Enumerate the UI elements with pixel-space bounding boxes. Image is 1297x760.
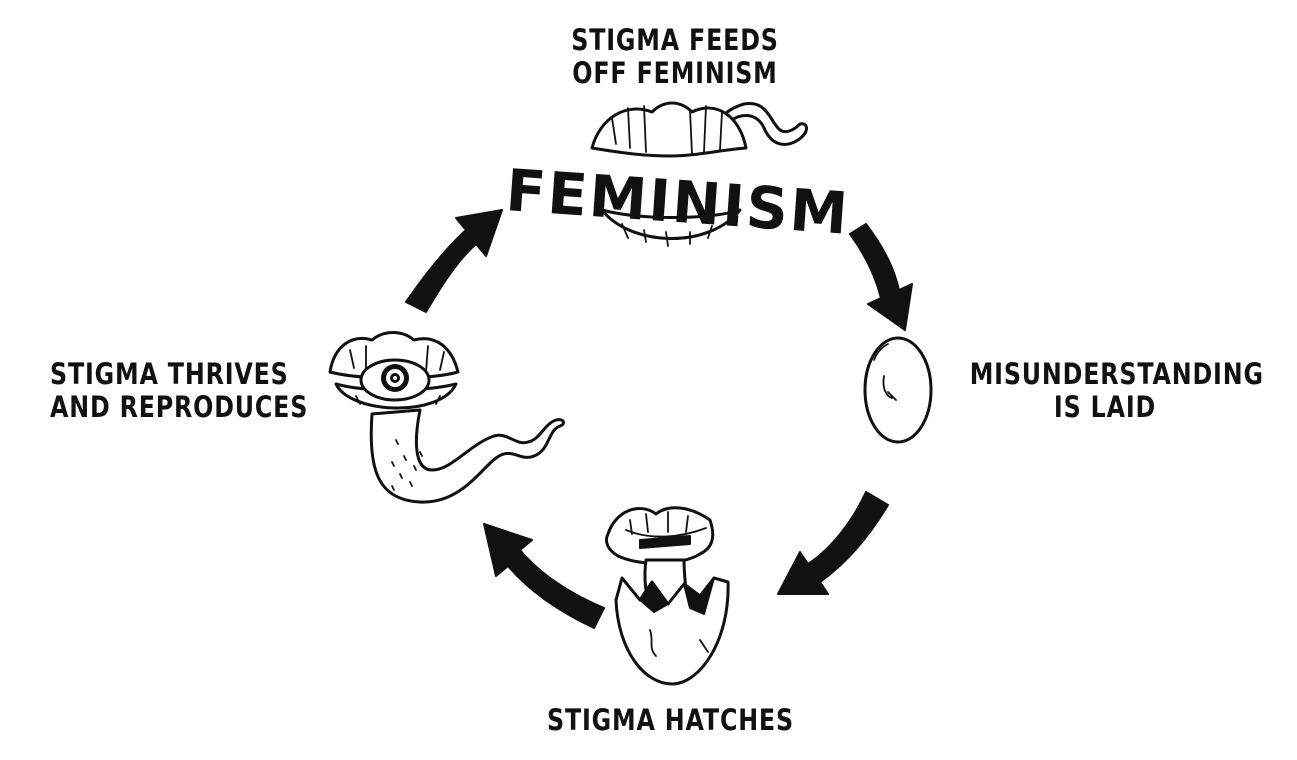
stage-label-hatches-line1: STIGMA HATCHES <box>547 703 794 737</box>
stage-label-feeds: STIGMA FEEDS OFF FEMINISM <box>568 24 781 90</box>
worm-lips-eye-illustration <box>328 331 565 504</box>
egg-illustration <box>863 336 933 444</box>
stage-label-laid-line1: MISUNDERSTANDING <box>969 357 1264 391</box>
stage-label-thrives-line2: AND REPRODUCES <box>50 390 309 424</box>
arrow-bottom-right <box>777 491 889 595</box>
stage-label-laid: MISUNDERSTANDING IS LAID <box>969 357 1264 424</box>
feminism-art-word: FEMINISM <box>504 156 852 248</box>
hatching-egg-illustration <box>604 506 730 686</box>
stage-label-thrives: STIGMA THRIVES AND REPRODUCES <box>50 357 309 424</box>
stage-label-hatches: STIGMA HATCHES <box>547 704 793 737</box>
stage-label-laid-line2: IS LAID <box>1053 390 1157 424</box>
feminism-lips-illustration: FEMINISM <box>504 101 852 248</box>
arrow-top-right <box>849 223 913 331</box>
stage-label-feeds-line1: STIGMA FEEDS <box>571 23 779 57</box>
arrow-bottom-left <box>483 523 605 629</box>
stage-label-feeds-line2: OFF FEMINISM <box>572 56 778 90</box>
arrow-top-left <box>405 209 503 313</box>
stage-label-thrives-line1: STIGMA THRIVES <box>50 357 289 391</box>
